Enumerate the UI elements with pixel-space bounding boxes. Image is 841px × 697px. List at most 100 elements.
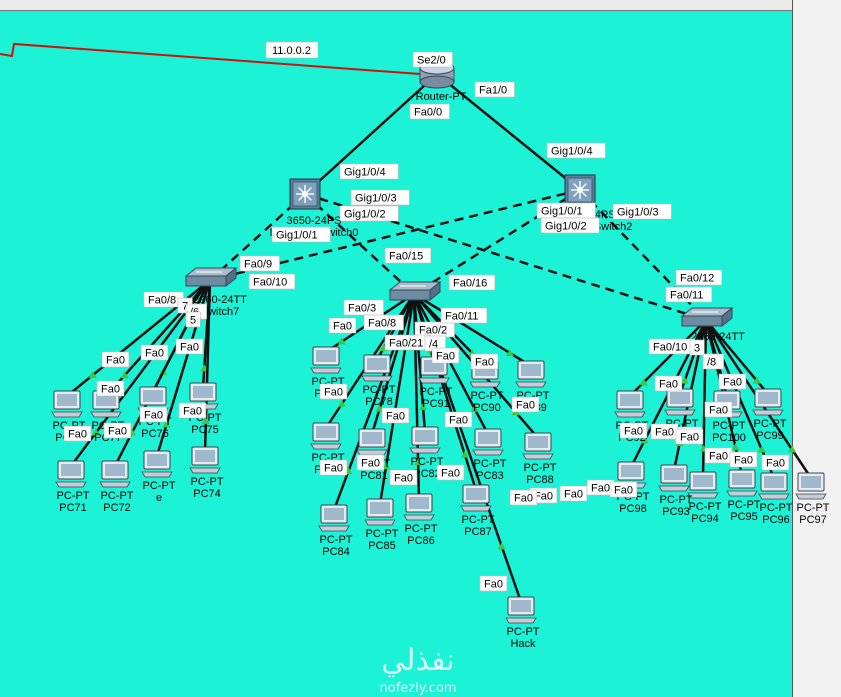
port-label-box bbox=[540, 217, 600, 234]
port-label: Fa0/0 bbox=[414, 107, 442, 119]
pc-icon[interactable] bbox=[99, 460, 131, 488]
port-label-box bbox=[559, 485, 588, 502]
pc-icon[interactable] bbox=[51, 390, 83, 418]
link-status-light bbox=[788, 445, 797, 453]
workspace-right-scroll-area[interactable] bbox=[792, 0, 841, 697]
port-label: 3 bbox=[694, 343, 700, 355]
port-label: Fa0 bbox=[68, 429, 87, 441]
pc-icon[interactable] bbox=[522, 432, 554, 460]
port-label-box bbox=[619, 422, 648, 439]
port-label: Fa0 bbox=[709, 451, 728, 463]
port-label: Fa0/10 bbox=[653, 342, 687, 354]
pc-name: PC-PT bbox=[420, 386, 453, 398]
link-status-light bbox=[88, 371, 97, 379]
link-router-ms0[interactable] bbox=[304, 73, 438, 195]
port-label-box bbox=[103, 422, 132, 439]
pc-icon[interactable] bbox=[472, 428, 504, 456]
pc-icon[interactable] bbox=[403, 493, 435, 521]
port-label-box bbox=[339, 163, 399, 180]
pc-icon[interactable] bbox=[361, 354, 393, 382]
switch-icon[interactable] bbox=[184, 266, 238, 288]
port-label: 5 bbox=[190, 315, 196, 327]
link-ms0-sw7[interactable] bbox=[209, 193, 306, 281]
pc-icon[interactable] bbox=[505, 596, 537, 624]
multilayer-switch-icon[interactable] bbox=[564, 174, 596, 206]
pc-icon[interactable] bbox=[658, 464, 690, 492]
watermark: نفذلي nofezly.com bbox=[380, 643, 457, 696]
link-router-ms2[interactable] bbox=[436, 73, 581, 191]
pc-icon[interactable] bbox=[795, 472, 827, 500]
pc-icon[interactable] bbox=[752, 388, 784, 416]
pc-name: PC-PT bbox=[366, 528, 399, 540]
port-label: Fa0 bbox=[564, 489, 583, 501]
port-label: Fa0 bbox=[709, 405, 728, 417]
pc-icon[interactable] bbox=[310, 346, 342, 374]
pc-icon[interactable] bbox=[318, 504, 350, 532]
link-status-light bbox=[419, 403, 428, 411]
pc-name: PC76 bbox=[141, 428, 169, 440]
link-ms0-swr[interactable] bbox=[304, 192, 707, 322]
serial-link[interactable] bbox=[0, 42, 421, 75]
pc-name: e bbox=[156, 492, 162, 504]
port-label-box bbox=[350, 189, 410, 206]
port-label-box bbox=[139, 406, 168, 423]
pc-icon[interactable] bbox=[364, 498, 396, 526]
pc-name: PC81 bbox=[360, 470, 388, 482]
link-status-light bbox=[337, 399, 346, 407]
port-label-box bbox=[271, 226, 331, 243]
port-label: Fa0 bbox=[361, 458, 380, 470]
pc-name: PC99 bbox=[756, 430, 784, 442]
port-label-box bbox=[654, 375, 683, 392]
pc-icon[interactable] bbox=[758, 472, 790, 500]
link-status-light bbox=[337, 337, 346, 345]
pc-icon[interactable] bbox=[409, 426, 441, 454]
port-label-box bbox=[389, 469, 418, 486]
port-label: Gig1/0/4 bbox=[551, 146, 593, 158]
port-label: Gig1/0/1 bbox=[541, 206, 583, 218]
pc-icon[interactable] bbox=[687, 471, 719, 499]
port-label: 7 bbox=[182, 301, 188, 313]
pc-icon[interactable] bbox=[664, 388, 696, 416]
port-label: /4 bbox=[429, 339, 438, 351]
pc-name: PC-PT bbox=[471, 390, 504, 402]
port-label: Fa0/9 bbox=[244, 259, 272, 271]
port-label-box bbox=[675, 428, 704, 445]
port-label-box bbox=[675, 269, 723, 286]
port-label-box bbox=[612, 203, 672, 220]
port-label: Fa0/12 bbox=[680, 273, 714, 285]
pc-name: PC71 bbox=[59, 502, 87, 514]
switch-icon[interactable] bbox=[680, 306, 734, 328]
switch-icon[interactable] bbox=[388, 280, 442, 302]
pc-icon[interactable] bbox=[356, 428, 388, 456]
switch-name: Switch7 bbox=[201, 306, 240, 318]
port-label: Fa0 bbox=[324, 387, 343, 399]
watermark-arabic: نفذلي bbox=[381, 643, 454, 678]
pc-icon[interactable] bbox=[726, 469, 758, 497]
pc-icon[interactable] bbox=[189, 446, 221, 474]
port-label-box bbox=[479, 575, 508, 592]
port-label: Fa0/8 bbox=[368, 318, 396, 330]
port-label-box bbox=[470, 353, 499, 370]
pc-icon[interactable] bbox=[614, 390, 646, 418]
multilayer-switch-icon[interactable] bbox=[289, 178, 321, 210]
port-label-box bbox=[363, 314, 404, 331]
port-label-box bbox=[319, 383, 348, 400]
pc-icon[interactable] bbox=[141, 450, 173, 478]
pc-icon[interactable] bbox=[515, 360, 547, 388]
link-ms0-swm[interactable] bbox=[304, 193, 415, 295]
port-label: Fa1/0 bbox=[479, 85, 507, 97]
pc-icon[interactable] bbox=[55, 460, 87, 488]
port-label-box bbox=[511, 396, 540, 413]
pc-icon[interactable] bbox=[310, 422, 342, 450]
link-status-light bbox=[460, 450, 469, 458]
pc-name: PC-PT bbox=[411, 456, 444, 468]
pc-icon[interactable] bbox=[460, 484, 492, 512]
devices-layer bbox=[51, 61, 827, 624]
link-status-light bbox=[680, 376, 689, 384]
port-label-box bbox=[761, 454, 790, 471]
pc-link[interactable] bbox=[66, 279, 211, 397]
pc-name: PC-PT bbox=[320, 534, 353, 546]
pc-name: PC90 bbox=[473, 402, 501, 414]
